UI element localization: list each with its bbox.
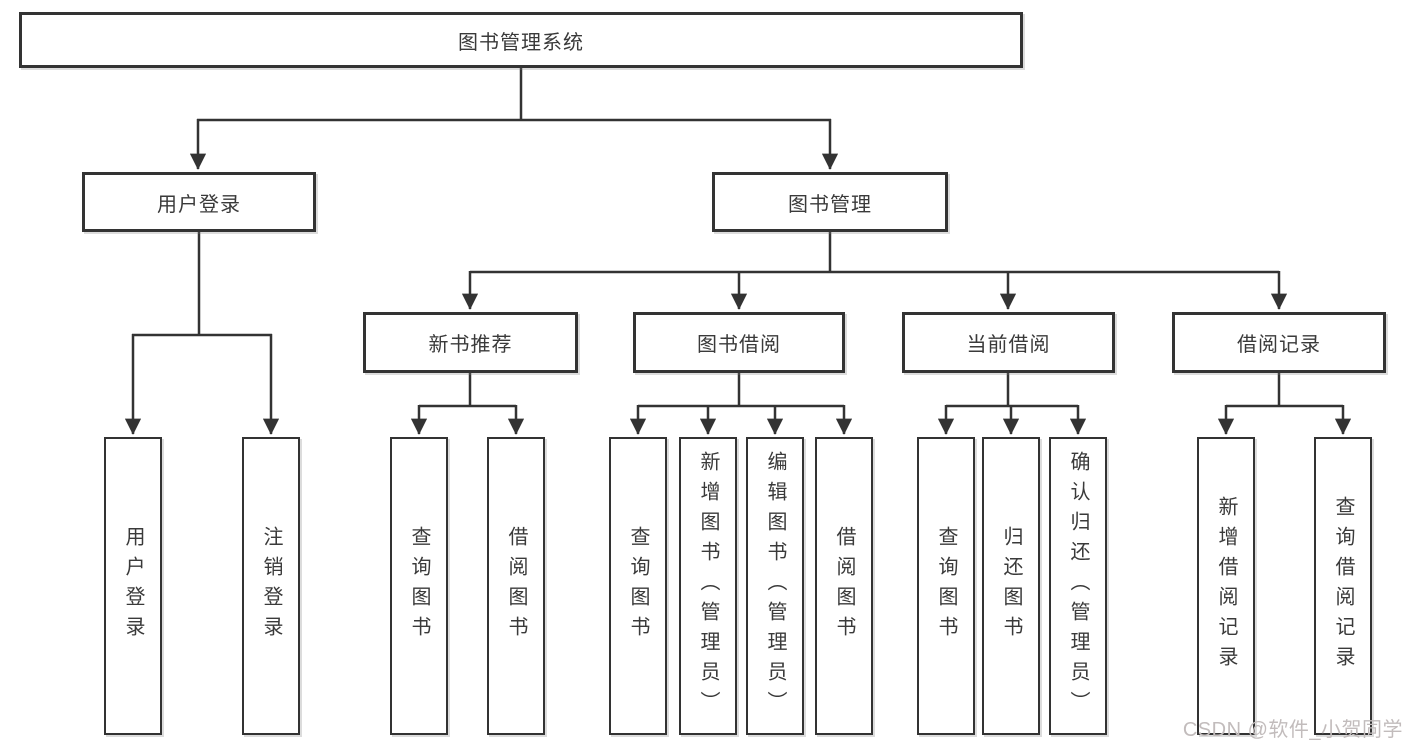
leaf-add-borrow-record: 新增借阅记录 <box>1197 437 1255 735</box>
node-label: 当前借阅 <box>966 334 1051 356</box>
leaf-query-books-borrow: 查询图书 <box>609 437 667 735</box>
leaf-label: 归还图书 <box>1000 526 1022 646</box>
leaf-label: 编辑图书（管理员） <box>764 451 786 721</box>
connector-book-mgmt-sections <box>461 229 1288 310</box>
node-label: 图书管理系统 <box>458 31 584 54</box>
connector-user-login-children <box>124 229 280 435</box>
node-label: 用户登录 <box>157 193 241 216</box>
leaf-query-borrow-record: 查询借阅记录 <box>1314 437 1372 735</box>
node-user-login: 用户登录 <box>82 172 316 232</box>
connector-root-to-level2 <box>189 65 839 170</box>
node-root-system: 图书管理系统 <box>19 12 1023 68</box>
leaf-borrow-books-newrec: 借阅图书 <box>487 437 545 735</box>
leaf-label: 查询图书 <box>935 526 957 646</box>
node-book-borrowing: 图书借阅 <box>633 312 845 373</box>
leaf-label: 新增借阅记录 <box>1215 496 1237 676</box>
leaf-label: 确认归还（管理员） <box>1067 451 1089 721</box>
connector-book-borrow-children <box>629 370 853 435</box>
connector-new-book-children <box>410 370 525 435</box>
node-label: 借阅记录 <box>1237 334 1321 356</box>
node-current-borrowing: 当前借阅 <box>902 312 1115 373</box>
leaf-query-books-current: 查询图书 <box>917 437 975 735</box>
node-book-management: 图书管理 <box>712 172 948 232</box>
leaf-confirm-return-admin: 确认归还（管理员） <box>1049 437 1107 735</box>
leaf-query-books-newrec: 查询图书 <box>390 437 448 735</box>
leaf-user-login: 用户登录 <box>104 437 162 735</box>
node-borrow-records: 借阅记录 <box>1172 312 1386 373</box>
watermark: CSDN @软件_小贺同学 <box>1182 719 1403 741</box>
leaf-label: 查询借阅记录 <box>1332 496 1354 676</box>
leaf-label: 借阅图书 <box>505 526 527 646</box>
leaf-edit-book-admin: 编辑图书（管理员） <box>746 437 804 735</box>
connector-current-borrow-children <box>937 370 1087 435</box>
leaf-label: 查询图书 <box>627 526 649 646</box>
node-label: 图书借阅 <box>697 334 781 356</box>
leaf-label: 新增图书（管理员） <box>697 451 719 721</box>
leaf-return-book: 归还图书 <box>982 437 1040 735</box>
node-new-book-recommend: 新书推荐 <box>363 312 578 373</box>
leaf-label: 查询图书 <box>408 526 430 646</box>
leaf-borrow-books-borrow: 借阅图书 <box>815 437 873 735</box>
leaf-add-book-admin: 新增图书（管理员） <box>679 437 737 735</box>
leaf-logout: 注销登录 <box>242 437 300 735</box>
leaf-label: 借阅图书 <box>833 526 855 646</box>
node-label: 图书管理 <box>788 193 872 216</box>
connector-borrow-records-children <box>1217 370 1352 435</box>
node-label: 新书推荐 <box>428 334 513 356</box>
leaf-label: 用户登录 <box>122 526 144 646</box>
leaf-label: 注销登录 <box>260 526 282 646</box>
